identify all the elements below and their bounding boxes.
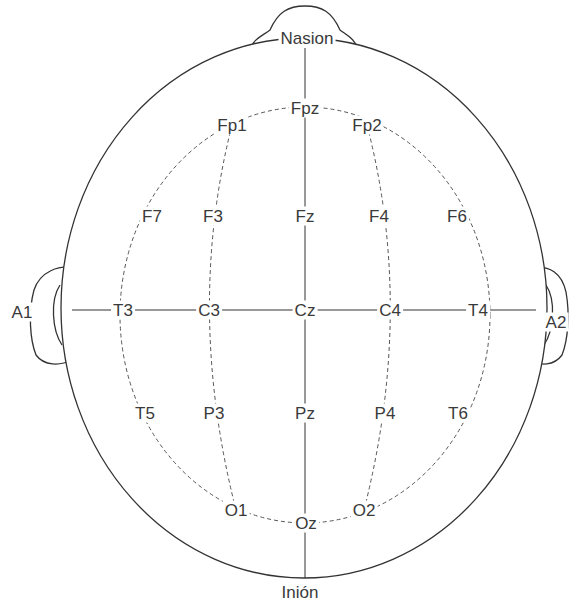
- electrode-label: T5: [133, 404, 157, 423]
- label-holder: Nasion: [279, 29, 336, 48]
- label-holder: P4: [373, 404, 398, 423]
- electrode-label: T3: [111, 301, 135, 320]
- label-holder: T4: [466, 301, 490, 320]
- label-holder: C3: [196, 301, 222, 320]
- electrode-label: F4: [367, 207, 391, 226]
- electrode-label: T6: [446, 404, 470, 423]
- label-holder: T6: [446, 404, 470, 423]
- landmark-label: Inión: [280, 583, 321, 602]
- label-holder: A2: [544, 313, 569, 332]
- landmark-label: Nasion: [279, 29, 336, 48]
- label-holder: Inión: [280, 583, 321, 602]
- electrode-label: Fp2: [350, 116, 383, 135]
- electrode-label: Fp1: [215, 116, 248, 135]
- electrode-label: Oz: [293, 514, 319, 533]
- electrode-label: P4: [373, 404, 398, 423]
- electrode-label: O2: [351, 501, 378, 520]
- electrode-label: Fpz: [289, 99, 321, 118]
- label-holder: Fz: [294, 207, 317, 226]
- electrode-label: F6: [445, 207, 469, 226]
- label-holder: Pz: [293, 404, 317, 423]
- electrode-label: C4: [377, 301, 403, 320]
- electrode-label: P3: [202, 404, 227, 423]
- ear-reference-label: A2: [544, 313, 569, 332]
- label-holder: F7: [140, 207, 164, 226]
- label-holder: O2: [351, 501, 378, 520]
- label-holder: F4: [367, 207, 391, 226]
- outer-electrode-ring: [120, 107, 490, 523]
- label-holder: A1: [10, 303, 35, 322]
- label-holder: Fp1: [215, 116, 248, 135]
- label-holder: Cz: [293, 301, 318, 320]
- label-holder: Oz: [293, 514, 319, 533]
- label-holder: F3: [201, 207, 225, 226]
- electrode-label: Cz: [293, 301, 318, 320]
- electrode-label: C3: [196, 301, 222, 320]
- electrode-label: F7: [140, 207, 164, 226]
- label-holder: T3: [111, 301, 135, 320]
- head-outline: [61, 38, 547, 578]
- electrode-label: Pz: [293, 404, 317, 423]
- electrode-label: F3: [201, 207, 225, 226]
- label-holder: T5: [133, 404, 157, 423]
- label-holder: Fp2: [350, 116, 383, 135]
- label-holder: Fpz: [289, 99, 321, 118]
- label-holder: F6: [445, 207, 469, 226]
- electrode-label: O1: [223, 501, 250, 520]
- label-holder: O1: [223, 501, 250, 520]
- label-holder: C4: [377, 301, 403, 320]
- label-holder: P3: [202, 404, 227, 423]
- ear-reference-label: A1: [10, 303, 35, 322]
- electrode-label: Fz: [294, 207, 317, 226]
- electrode-label: T4: [466, 301, 490, 320]
